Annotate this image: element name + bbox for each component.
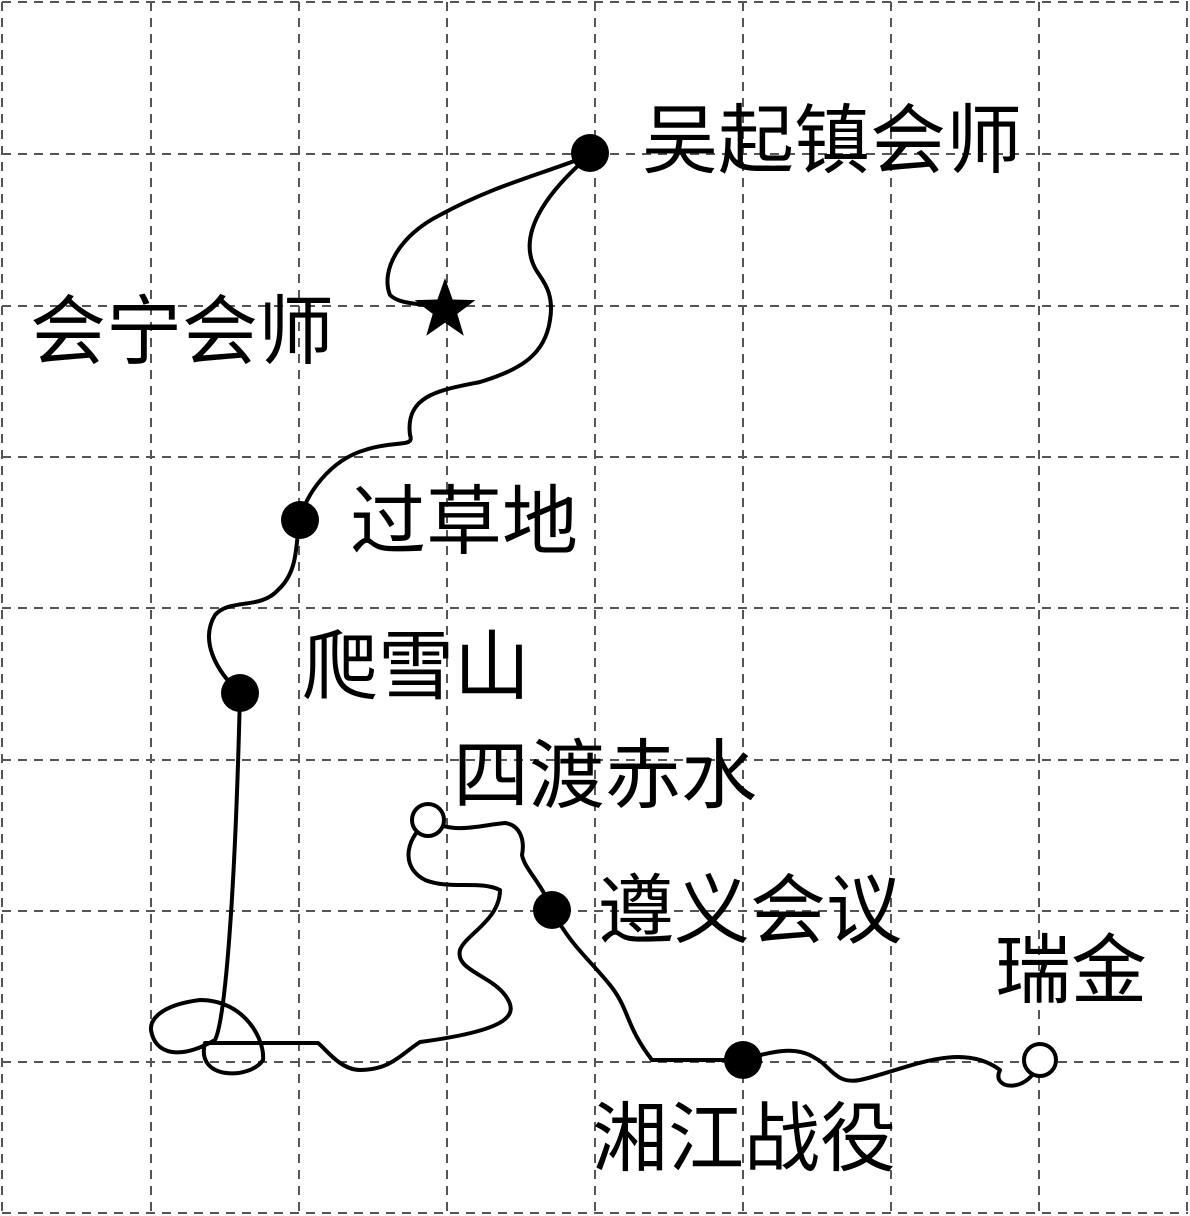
label-huining: 会宁会师 — [30, 287, 334, 376]
label-ruijin: 瑞金 — [995, 926, 1147, 1015]
label-wuqizhen: 吴起镇会师 — [642, 96, 1022, 185]
wuqizhen-dot — [571, 134, 609, 172]
guo-caodi-dot — [281, 501, 319, 539]
ruijin-hollow-circle — [1022, 1042, 1058, 1078]
xiangjiang-dot — [724, 1041, 762, 1079]
label-xiangjiang: 湘江战役 — [592, 1094, 896, 1183]
pa-xueshan-dot — [221, 674, 259, 712]
label-pa-xueshan: 爬雪山 — [302, 622, 530, 711]
huining-star-icon — [414, 278, 476, 336]
long-march-route-line — [148, 153, 1042, 1088]
label-guo-caodi: 过草地 — [350, 477, 578, 566]
sidu-chishui-hollow-circle — [410, 802, 446, 838]
zunyi-dot — [533, 891, 571, 929]
label-sidu-chishui: 四渡赤水 — [453, 731, 757, 820]
label-zunyi: 遵义会议 — [598, 866, 902, 955]
